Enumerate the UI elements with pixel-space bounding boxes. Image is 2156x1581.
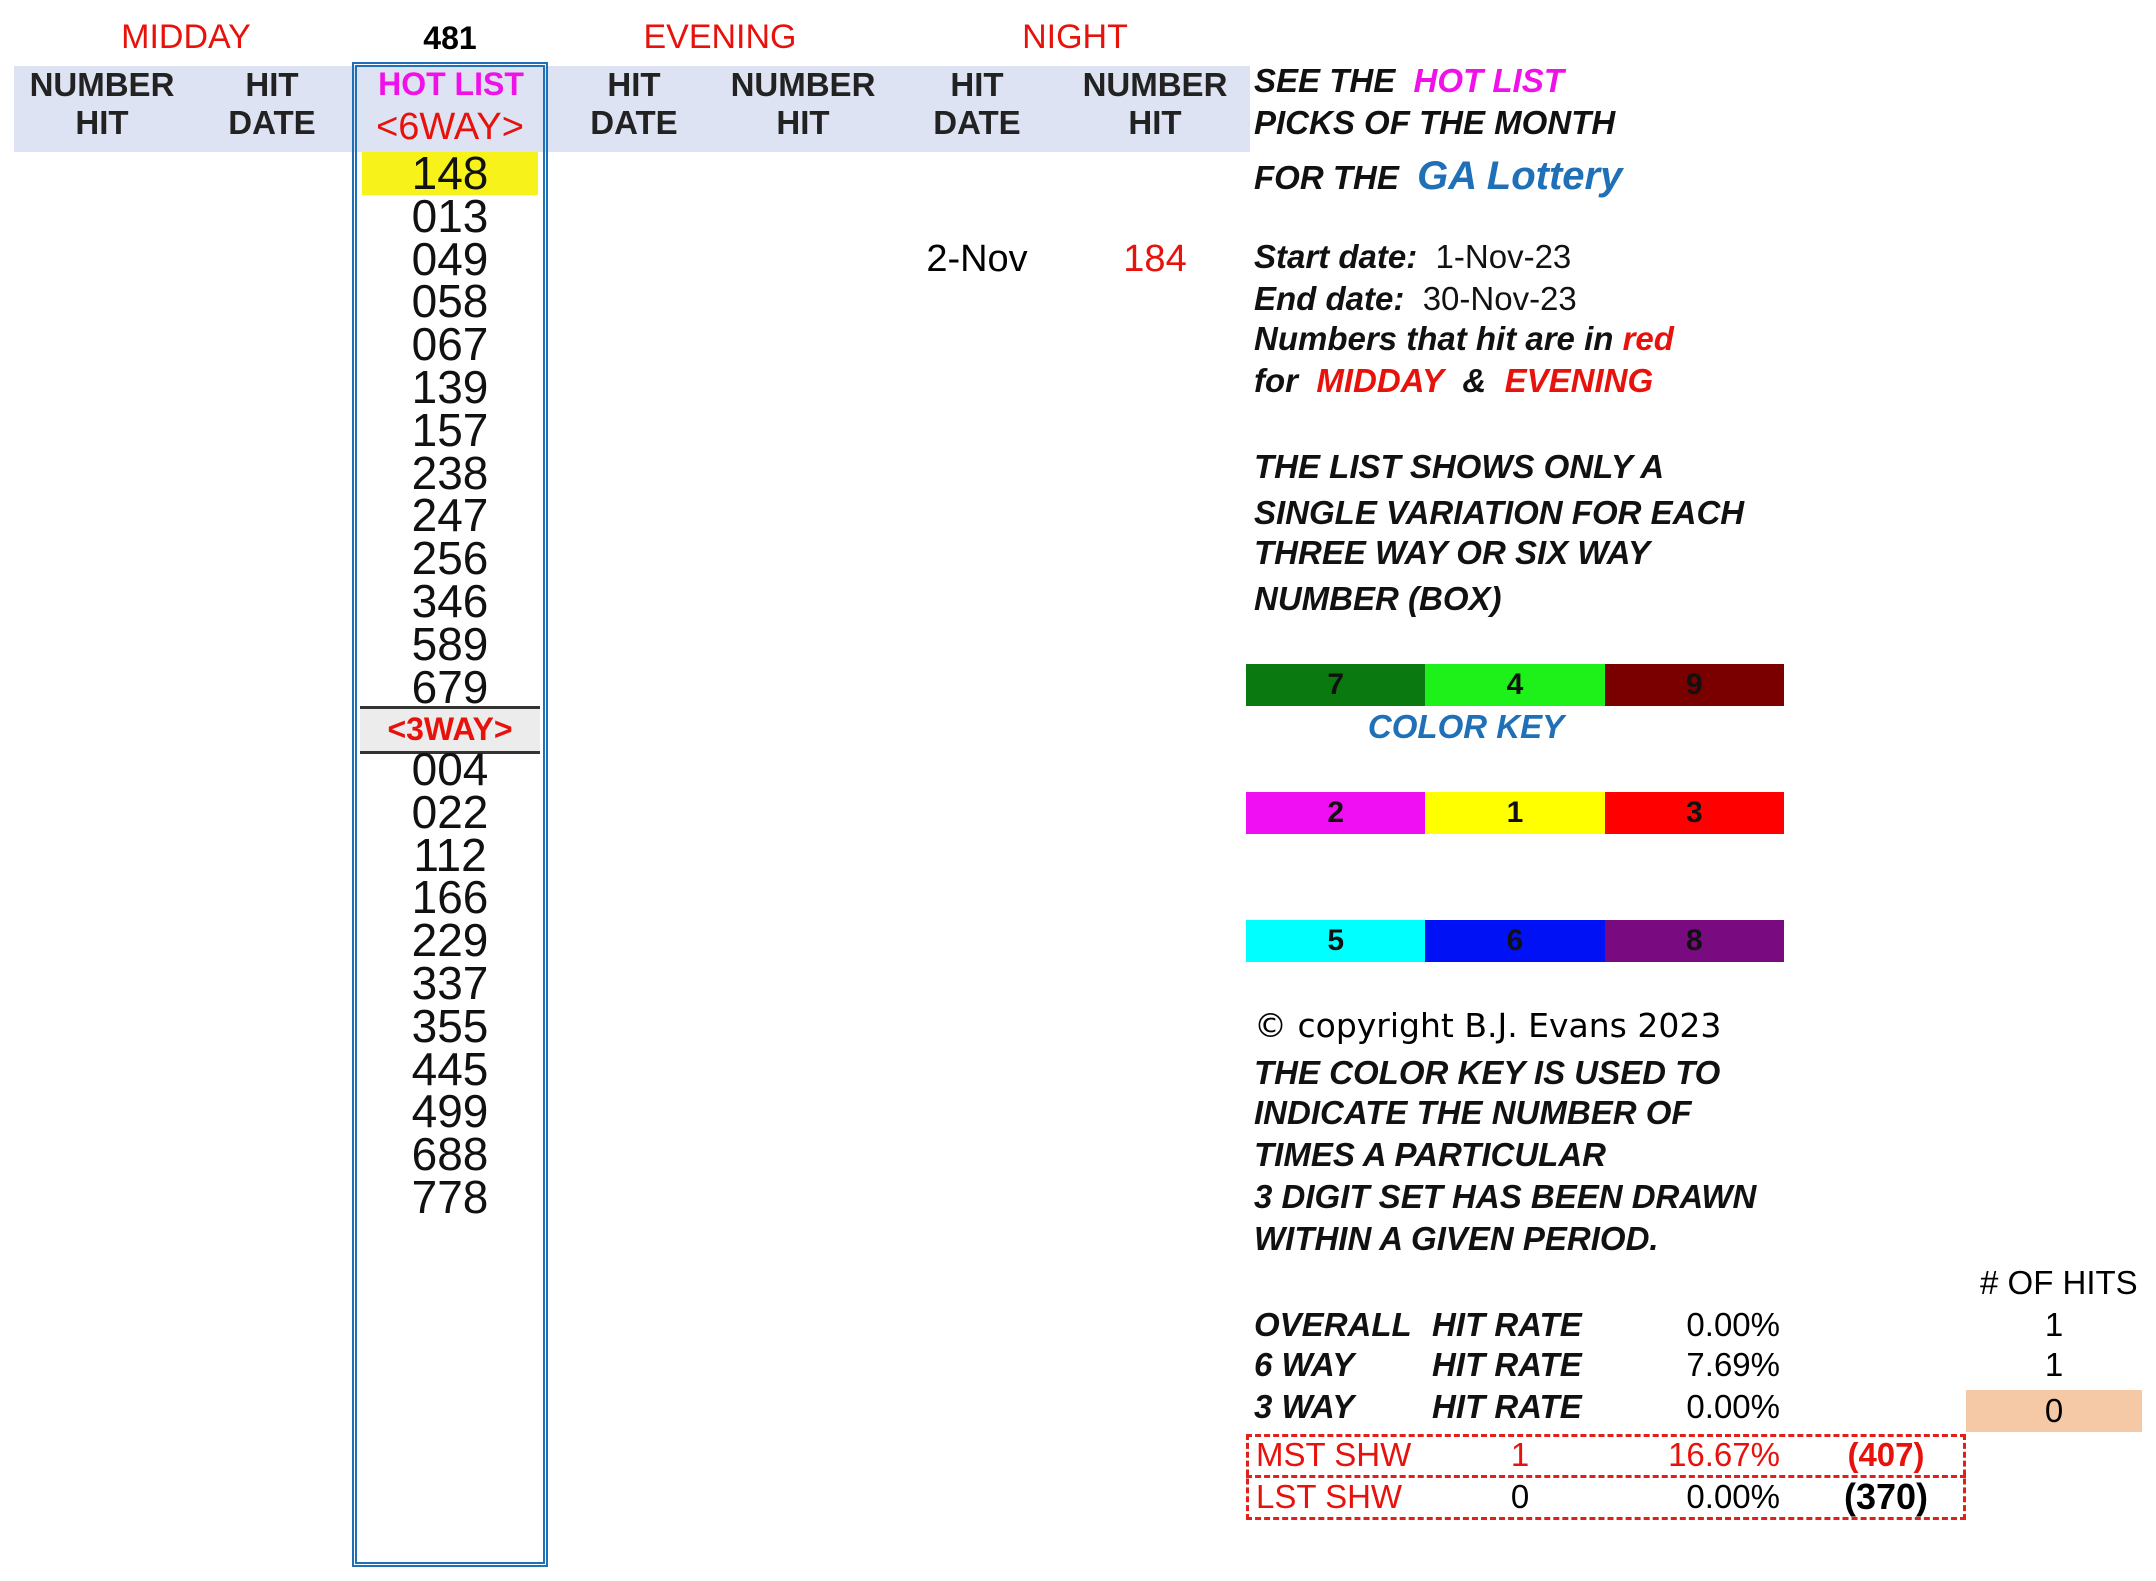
hot-number: 346 [411, 575, 489, 627]
hot-number: 013 [411, 189, 489, 242]
lst-label: LST SHW [1256, 1478, 1403, 1515]
hot-number: 247 [411, 489, 489, 542]
night-hit-date: 2-Nov [926, 238, 1028, 280]
midday-title: MIDDAY [121, 18, 251, 56]
color-key-cell: 3 [1604, 792, 1784, 834]
list-note-3: THREE WAY OR SIX WAY [1254, 534, 1651, 571]
color-key-cell: 8 [1604, 920, 1784, 962]
list-note-4: NUMBER (BOX) [1254, 580, 1502, 617]
picks-line: PICKS OF THE MONTH [1254, 104, 1616, 141]
hot-number: 256 [411, 532, 489, 585]
night-hit-number: 184 [1123, 238, 1187, 280]
three-way-label: <3WAY> [360, 706, 540, 754]
overall-label: OVERALL [1254, 1306, 1412, 1343]
hot-number: 688 [411, 1128, 489, 1181]
hot-number: 679 [411, 660, 489, 713]
mst-number: (407) [1847, 1436, 1925, 1473]
hot-number: 058 [411, 275, 489, 328]
night-title: NIGHT [1022, 18, 1128, 56]
see-the-line: SEE THE HOT LIST [1254, 62, 1564, 99]
three-way-stat-label: 3 WAY [1254, 1388, 1355, 1425]
hot-number: 112 [413, 828, 487, 881]
for-the-line: FOR THE GA Lottery [1254, 154, 1623, 198]
hot-number: 166 [411, 871, 489, 924]
note-line-4: 3 DIGIT SET HAS BEEN DRAWN [1254, 1178, 1757, 1215]
hot-list-box [352, 62, 548, 1567]
three-way-rate: 0.00% [1686, 1388, 1780, 1425]
copyright: © copyright B.J. Evans 2023 [1254, 1006, 1722, 1045]
start-date-line: Start date: 1-Nov-23 [1254, 238, 1572, 275]
lst-count: 0 [1510, 1478, 1530, 1515]
hot-list-header: HOT LIST [378, 66, 524, 102]
overall-rate: 0.00% [1686, 1306, 1780, 1343]
six-way-rate-label: HIT RATE [1432, 1346, 1582, 1383]
six-way-hits: 1 [2044, 1346, 2064, 1383]
six-way-stat-label: 6 WAY [1254, 1346, 1355, 1383]
hot-list-highlight: HOT LIST [1413, 62, 1564, 99]
mst-label: MST SHW [1256, 1436, 1412, 1473]
hot-number: 238 [411, 446, 489, 499]
color-key-cell: 5 [1246, 920, 1426, 962]
pick-number: 481 [423, 20, 477, 56]
hot-number: 778 [411, 1171, 489, 1223]
header-band [14, 66, 1250, 152]
lst-pct: 0.00% [1686, 1478, 1780, 1515]
evening-title: EVENING [643, 18, 797, 56]
hot-number: 337 [411, 957, 489, 1009]
mst-pct: 16.67% [1668, 1436, 1780, 1473]
three-way-hits: 0 [1966, 1390, 2142, 1432]
color-key-title: COLOR KEY [1367, 708, 1565, 745]
hot-number: 148 [362, 150, 538, 196]
hot-number: 004 [411, 743, 489, 795]
lottery-name: GA Lottery [1417, 154, 1623, 198]
three-way-rate-label: HIT RATE [1432, 1388, 1582, 1425]
color-key-row-1: 7 4 9 [1246, 664, 1784, 706]
color-key-cell: 4 [1425, 664, 1605, 706]
hits-header: # OF HITS [1980, 1264, 2138, 1301]
hot-number: 499 [411, 1085, 489, 1138]
lst-number: (370) [1843, 1476, 1929, 1517]
note-line-5: WITHIN A GIVEN PERIOD. [1254, 1220, 1659, 1257]
hot-number: 589 [411, 617, 489, 670]
color-key-row-3: 5 6 8 [1246, 920, 1784, 962]
hot-number: 022 [411, 785, 489, 838]
color-key-cell: 6 [1425, 920, 1605, 962]
midday-evening-line: for MIDDAY & EVENING [1254, 362, 1654, 399]
end-date-line: End date: 30-Nov-23 [1254, 280, 1577, 317]
hot-number: 157 [411, 403, 489, 456]
color-key-cell: 7 [1246, 664, 1426, 706]
overall-hits: 1 [2044, 1306, 2064, 1343]
mst-count: 1 [1510, 1436, 1530, 1473]
list-note-1: THE LIST SHOWS ONLY A [1254, 448, 1665, 485]
hot-number: 355 [411, 999, 489, 1052]
note-line-1: THE COLOR KEY IS USED TO [1254, 1054, 1721, 1091]
overall-rate-label: HIT RATE [1432, 1306, 1582, 1343]
hot-number: 229 [411, 914, 489, 967]
hit-color-line: Numbers that hit are in red [1254, 320, 1674, 357]
show-divider [1246, 1475, 1966, 1478]
hot-number: 049 [411, 232, 489, 285]
hot-number: 067 [411, 318, 489, 371]
color-key-cell: 1 [1425, 792, 1605, 834]
note-line-2: INDICATE THE NUMBER OF [1254, 1094, 1692, 1131]
color-key-cell: 9 [1604, 664, 1784, 706]
six-way-rate: 7.69% [1686, 1346, 1780, 1383]
color-key-cell: 2 [1246, 792, 1426, 834]
hot-number: 139 [411, 361, 489, 413]
hot-number: 445 [411, 1042, 489, 1095]
six-way-label: <6WAY> [376, 106, 524, 148]
note-line-3: TIMES A PARTICULAR [1254, 1136, 1606, 1173]
color-key-row-2: 2 1 3 [1246, 792, 1784, 834]
list-note-2: SINGLE VARIATION FOR EACH [1254, 494, 1745, 531]
